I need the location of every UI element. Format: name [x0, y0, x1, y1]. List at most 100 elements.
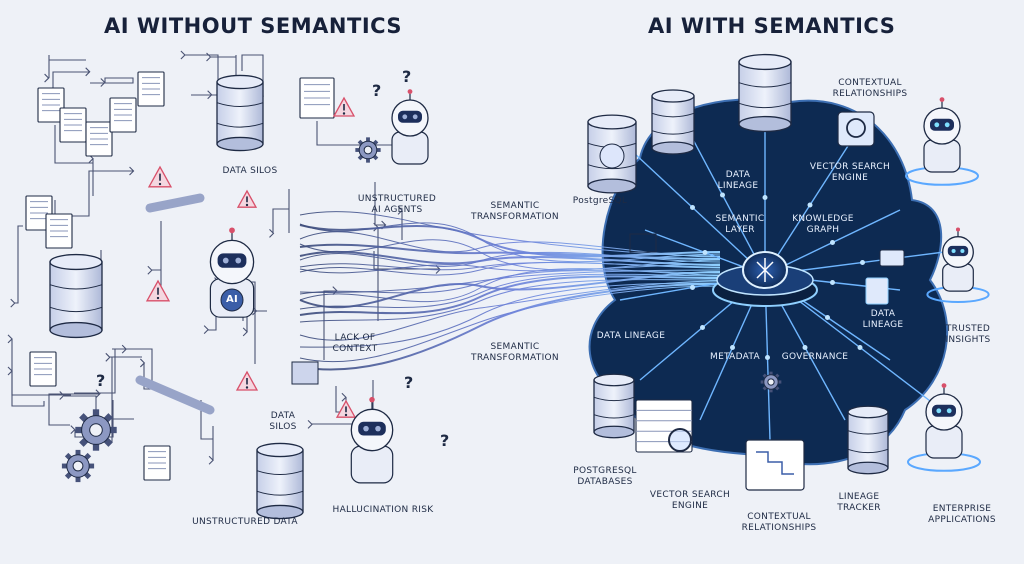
- hierarchy-icon: [629, 233, 657, 253]
- document-icon: [59, 107, 87, 143]
- graph-node: [857, 345, 863, 350]
- gear-icon: [75, 409, 117, 451]
- warning-icon: [332, 96, 356, 117]
- tangled-path: [152, 221, 162, 294]
- arrow-head: [139, 358, 146, 368]
- label-data-lineage-mid: DATA LINEAGE: [596, 331, 666, 341]
- flow-line: [299, 282, 721, 348]
- tangled-path: [323, 290, 337, 360]
- unstructured-agent-robot: [391, 89, 429, 165]
- question-mark-icon: ?: [96, 371, 105, 390]
- graph-node: [702, 250, 708, 255]
- document-icon: [29, 351, 57, 387]
- graph-node: [765, 355, 770, 360]
- label-vector-search-top: VECTOR SEARCH ENGINE: [809, 162, 891, 183]
- graph-node: [690, 285, 695, 290]
- arrow-head: [332, 286, 338, 296]
- label-data-silos-top: DATA SILOS: [222, 166, 278, 176]
- graph-node: [720, 192, 725, 198]
- label-semantic-transformation-bottom: SEMANTIC TRANSFORMATION: [471, 342, 559, 363]
- magnifier-icon: [668, 428, 692, 452]
- lineage-document-icon: [865, 277, 889, 305]
- tangled-path: [11, 339, 45, 407]
- tangled-path: [90, 77, 134, 84]
- graph-node: [730, 345, 735, 350]
- assistant-robot: [905, 97, 979, 186]
- label-data-silos-bottom: DATA SILOS: [269, 411, 297, 432]
- semantic-hub: [712, 251, 818, 307]
- arrow-head: [70, 425, 76, 434]
- arrow-head: [373, 222, 379, 232]
- tangled-path: [15, 225, 23, 304]
- arrow-head: [44, 73, 50, 83]
- database-silo-icon: [216, 74, 264, 152]
- graph-node: [830, 240, 835, 245]
- label-hallucination-risk: HALLUCINATION RISK: [332, 505, 434, 515]
- database-silo-icon: [49, 253, 103, 339]
- label-knowledge-graph: KNOWLEDGE GRAPH: [792, 214, 854, 235]
- gear-icon: [355, 137, 381, 163]
- label-semantic-layer: SEMANTIC LAYER: [715, 214, 765, 235]
- flow-chart-document-icon: [745, 439, 805, 491]
- gear-icon: [61, 449, 95, 483]
- warning-icon: [145, 279, 171, 302]
- arrow-head: [242, 327, 248, 337]
- flow-line: [299, 280, 721, 341]
- tangled-path: [272, 189, 290, 233]
- warning-icon: [335, 399, 357, 418]
- document-icon: [45, 213, 73, 249]
- label-unstructured-agents: UNSTRUCTURED AI AGENTS: [357, 194, 437, 215]
- graph-node: [860, 260, 865, 265]
- ai-badge-icon: [220, 288, 244, 312]
- warning-icon: [236, 189, 258, 208]
- arrow-head: [7, 334, 13, 344]
- broken-pipe-icon: [135, 375, 215, 415]
- arrow-head: [269, 228, 275, 238]
- tangled-path: [211, 55, 237, 84]
- title-without-semantics: AI WITHOUT SEMANTICS: [104, 14, 403, 38]
- database-icon: [593, 373, 635, 439]
- box-icon: [291, 361, 319, 385]
- question-mark-icon: ?: [402, 67, 411, 86]
- tangled-path: [241, 54, 264, 96]
- arrow-head: [10, 298, 16, 308]
- graph-node: [802, 345, 808, 350]
- label-postgresql-databases: POSTGRESQL DATABASES: [573, 466, 637, 487]
- tangled-path: [74, 348, 126, 394]
- graph-node: [762, 195, 768, 200]
- arrow-head: [95, 389, 101, 399]
- flow-chart-path: [756, 451, 794, 475]
- graph-node: [690, 205, 695, 210]
- tangled-path: [54, 170, 134, 217]
- tangled-path: [11, 371, 71, 396]
- question-mark-icon: ?: [372, 81, 381, 100]
- document-icon: [137, 71, 165, 107]
- question-mark-icon: ?: [440, 431, 449, 450]
- arrow-head: [397, 206, 403, 215]
- database-icon: [738, 53, 792, 133]
- warning-icon: [235, 370, 259, 391]
- semantic-transformation-flow: [299, 211, 721, 371]
- label-postgresql: PostgreSQL: [572, 196, 628, 206]
- tangled-path: [52, 71, 90, 91]
- arrow-head: [129, 166, 135, 176]
- arrow-head: [207, 90, 213, 100]
- label-data-lineage-right: DATA LINEAGE: [862, 309, 904, 330]
- elephant-icon: [599, 143, 625, 169]
- tangled-path: [374, 182, 386, 226]
- tangled-path: [185, 54, 219, 84]
- warning-icon: [147, 165, 173, 188]
- label-enterprise-applications: ENTERPRISE APPLICATIONS: [928, 504, 996, 525]
- arrow-head: [105, 352, 111, 362]
- arrow-head: [121, 344, 127, 354]
- flow-line: [299, 283, 721, 371]
- arrow-head: [147, 265, 153, 275]
- arrow-head: [341, 392, 347, 402]
- arrow-head: [203, 325, 209, 334]
- arrow-head: [7, 366, 13, 376]
- search-icon: [846, 118, 866, 138]
- broken-pipe-icon: [145, 193, 205, 213]
- database-silo-icon: [256, 442, 304, 520]
- graph-node: [700, 325, 705, 330]
